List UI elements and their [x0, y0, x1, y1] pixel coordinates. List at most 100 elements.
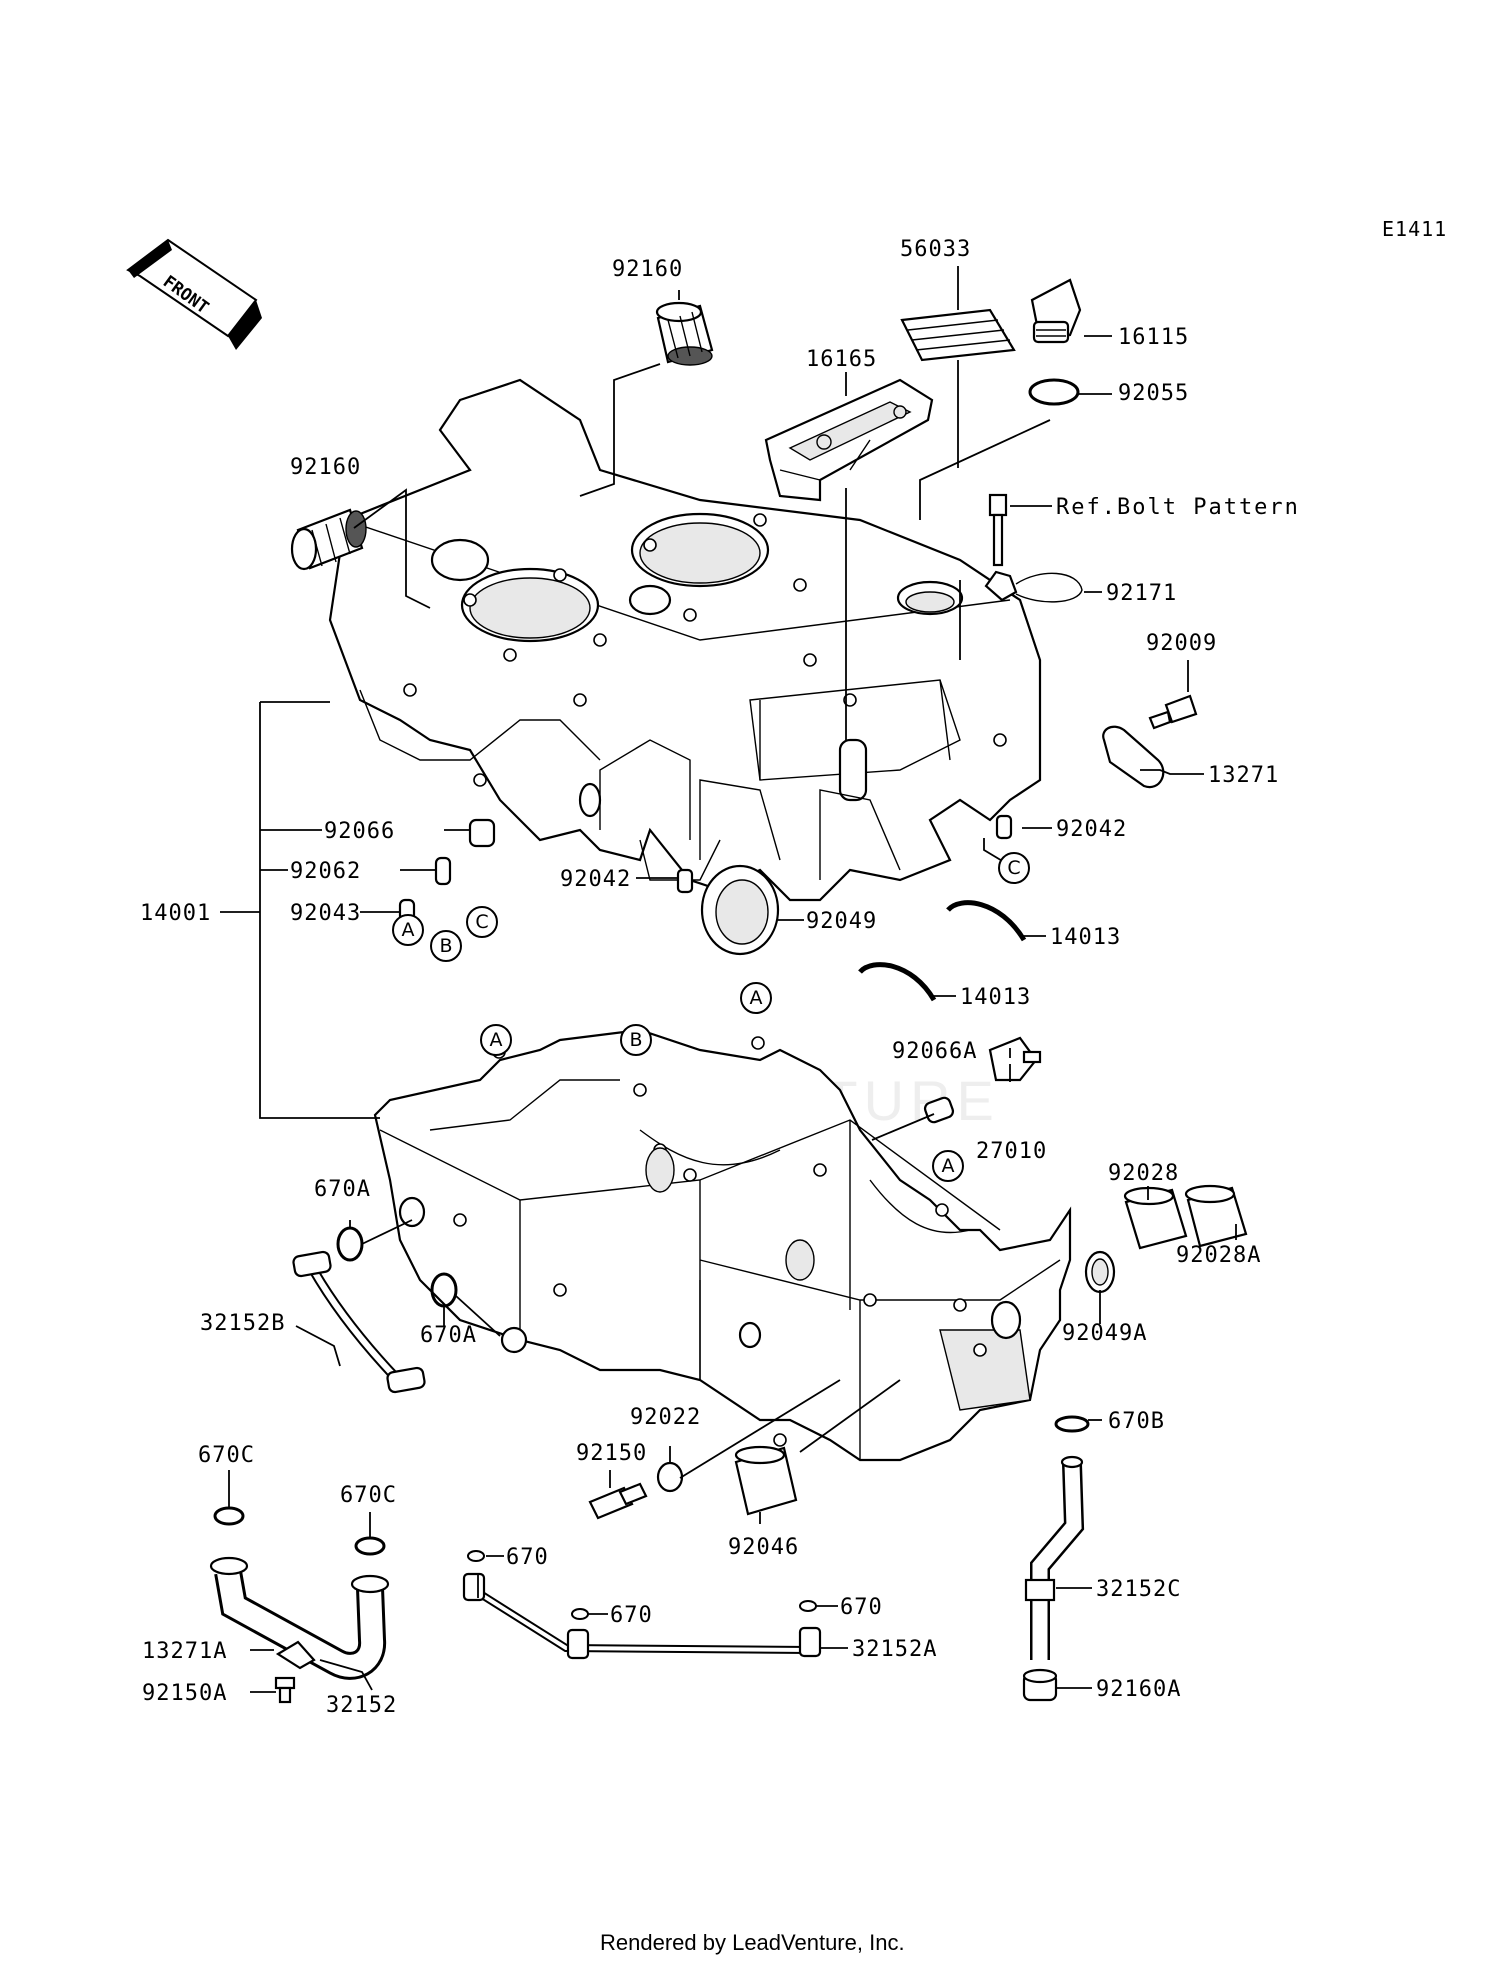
filter-92160-top: [655, 301, 714, 366]
callout-b-left: B: [430, 930, 462, 962]
label-13271A: 13271A: [142, 1639, 227, 1664]
ring-14013-b: [858, 962, 937, 1002]
lower-crankcase: [373, 1027, 1072, 1462]
svg-text:C: C: [1007, 857, 1020, 879]
oring-92055: [1028, 378, 1080, 406]
plate-13271: [1102, 725, 1165, 789]
label-92066: 92066: [324, 819, 395, 844]
label-14001: 14001: [140, 901, 211, 926]
filter-92160-left: [290, 508, 367, 571]
svg-text:C: C: [475, 911, 488, 933]
bracket-13271A: [275, 1640, 316, 1670]
label-92160A: 92160A: [1096, 1677, 1181, 1702]
label-92160-left: 92160: [290, 455, 361, 480]
label-92160-top: 92160: [612, 257, 683, 282]
svg-text:A: A: [942, 1155, 955, 1177]
svg-text:A: A: [750, 987, 763, 1009]
label-32152C: 32152C: [1096, 1577, 1181, 1602]
label-670-3: 670: [840, 1595, 883, 1620]
bearing-92046: [734, 1445, 798, 1516]
dowel-92066A: [923, 1096, 955, 1124]
footer-credit: Rendered by LeadVenture, Inc.: [600, 1930, 905, 1955]
dowel-92062: [434, 856, 452, 886]
leader-lines: [220, 266, 1237, 1693]
label-670-1: 670: [506, 1545, 549, 1570]
dowel-92042-right: [995, 814, 1013, 840]
oring-670A-top: [336, 1226, 364, 1262]
washer-92022: [656, 1461, 684, 1493]
svg-text:B: B: [629, 1029, 642, 1051]
label-56033: 56033: [900, 237, 971, 262]
pipe-32152C: [1024, 1455, 1085, 1660]
label-670-2: 670: [610, 1603, 653, 1628]
svg-text:A: A: [402, 919, 415, 941]
label-14013-a: 14013: [1050, 925, 1121, 950]
part-labels: 92160 92160 56033 16115 92055 16165 Ref.…: [140, 237, 1300, 1718]
sleeve-92028A: [1184, 1184, 1248, 1248]
callout-a-left: A: [392, 914, 424, 946]
label-92171: 92171: [1106, 581, 1177, 606]
oring-670C-right: [354, 1536, 386, 1556]
svg-text:A: A: [490, 1029, 503, 1051]
plate-16165: [764, 378, 934, 502]
switch-27010: [988, 1036, 1042, 1082]
label-92150: 92150: [576, 1441, 647, 1466]
callout-b-case: B: [620, 1024, 652, 1056]
label-670A-bot: 670A: [420, 1323, 477, 1348]
oring-670C-left: [213, 1506, 245, 1526]
label-92066A: 92066A: [892, 1039, 977, 1064]
clamp-92171: [984, 570, 1083, 603]
oring-670-1: [467, 1550, 485, 1562]
upper-crankcase: [328, 378, 1042, 902]
label-56033: [900, 308, 1016, 362]
oring-670-3: [799, 1600, 817, 1612]
bolt-92150: [588, 1482, 648, 1520]
callout-a-case-2: A: [740, 982, 772, 1014]
label-92028: 92028: [1108, 1161, 1179, 1186]
label-92028A: 92028A: [1176, 1243, 1261, 1268]
pipe-32152: [209, 1556, 390, 1680]
callout-c-upper: C: [998, 852, 1030, 884]
label-ref-bolt-pattern: Ref.Bolt Pattern: [1056, 495, 1300, 520]
bolt-ref: [988, 493, 1008, 567]
oring-670-2: [571, 1608, 589, 1620]
label-32152: 32152: [326, 1693, 397, 1718]
label-92046: 92046: [728, 1535, 799, 1560]
label-16165: 16165: [806, 347, 877, 372]
label-32152A: 32152A: [852, 1637, 937, 1662]
callout-c-left: C: [466, 906, 498, 938]
label-13271: 13271: [1208, 763, 1279, 788]
label-92042-mid: 92042: [560, 867, 631, 892]
dowel-92042-mid: [676, 868, 694, 894]
label-670A-top: 670A: [314, 1177, 371, 1202]
callout-a-case-1: A: [480, 1024, 512, 1056]
callout-a-case-3: A: [932, 1150, 964, 1182]
bolt-92150A: [274, 1676, 296, 1704]
front-arrow-icon: FRONT: [126, 238, 262, 350]
label-92055: 92055: [1118, 381, 1189, 406]
strainer-92160A: [1022, 1668, 1058, 1702]
seal-92049: [700, 864, 780, 956]
diagram-code: E1411: [1382, 217, 1447, 241]
ring-14013-a: [946, 900, 1027, 942]
label-14013-b: 14013: [960, 985, 1031, 1010]
screw-92009: [1148, 694, 1198, 730]
seal-92049A: [1084, 1250, 1116, 1294]
sleeve-92028: [1123, 1186, 1188, 1250]
label-92049A: 92049A: [1062, 1321, 1147, 1346]
pipe-32152A: [462, 1572, 822, 1660]
label-670C-right: 670C: [340, 1483, 397, 1508]
label-92009: 92009: [1146, 631, 1217, 656]
callouts: C A B C A B A A: [392, 852, 1030, 1182]
label-16115: 16115: [1118, 325, 1189, 350]
label-92049: 92049: [806, 909, 877, 934]
label-92150A: 92150A: [142, 1681, 227, 1706]
label-92042-right: 92042: [1056, 817, 1127, 842]
label-32152B: 32152B: [200, 1311, 285, 1336]
label-670B: 670B: [1108, 1409, 1165, 1434]
label-92043: 92043: [290, 901, 361, 926]
svg-text:B: B: [439, 935, 452, 957]
dowel-92066: [468, 818, 496, 848]
label-670C-left: 670C: [198, 1443, 255, 1468]
